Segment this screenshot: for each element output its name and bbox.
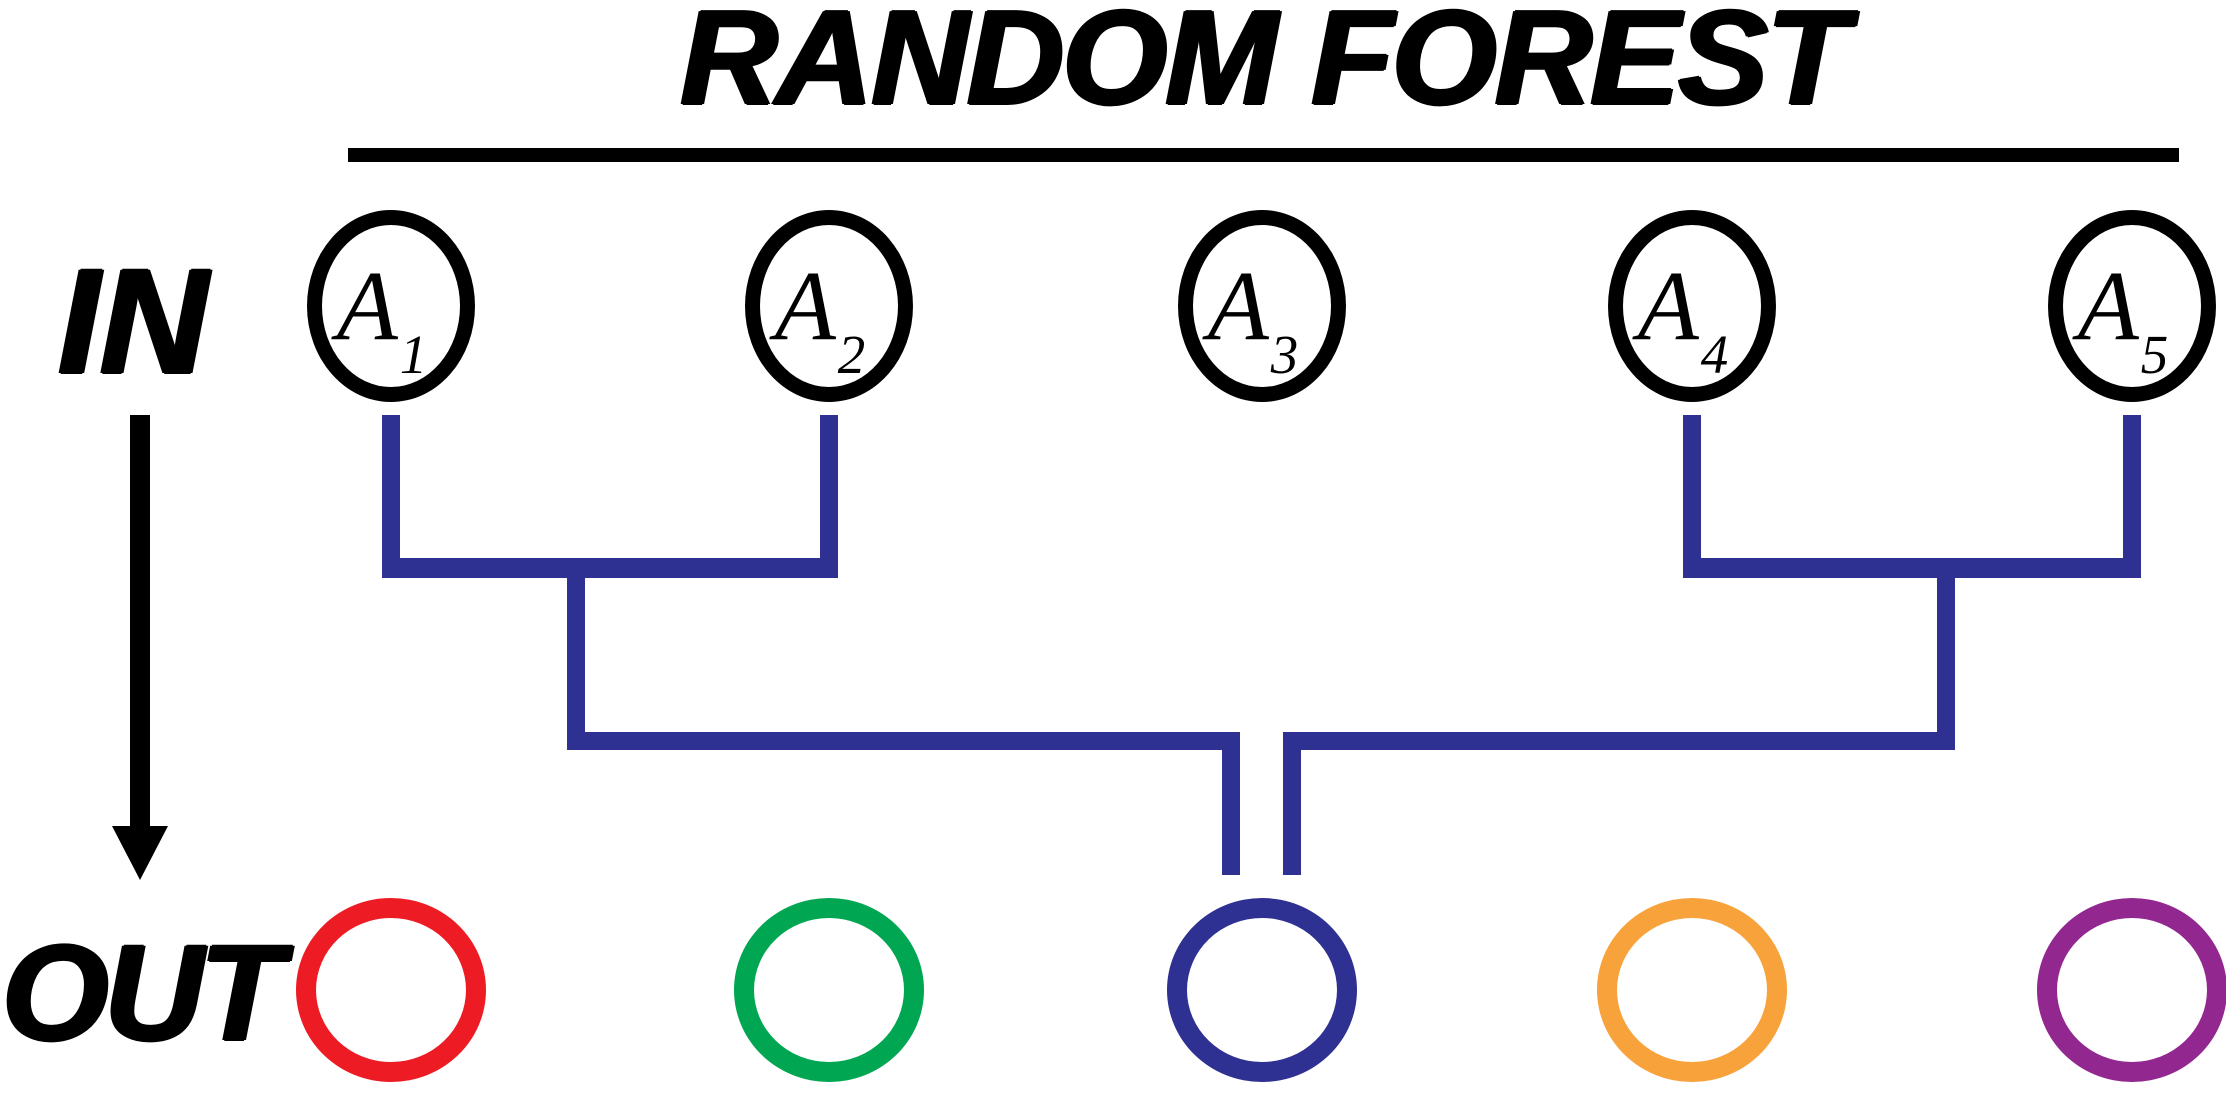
connector-pair1-stem	[567, 558, 585, 750]
connector-pair1-bar	[382, 558, 838, 578]
node-label-a2: A2	[774, 250, 866, 385]
connector-root-bar-right	[1283, 732, 1955, 750]
output-node-blue	[1167, 898, 1357, 1082]
node-label-a3: A3	[1207, 250, 1299, 385]
out-label: OUT	[2, 917, 283, 1070]
input-node-a5: A5	[2048, 210, 2216, 402]
input-node-a3: A3	[1178, 210, 1346, 402]
output-node-red	[296, 898, 486, 1082]
connector-a4-drop	[1683, 415, 1701, 578]
connector-a5-drop	[2123, 415, 2141, 578]
connector-root-bar-left	[567, 732, 1240, 750]
connector-pair2-bar	[1683, 558, 2141, 578]
diagram-title: RANDOM FOREST	[680, 0, 1848, 133]
connector-root-drop-left	[1222, 732, 1240, 875]
connector-a2-drop	[820, 415, 838, 578]
node-label-a1: A1	[336, 250, 428, 385]
input-node-a4: A4	[1608, 210, 1776, 402]
in-label: IN	[58, 237, 208, 405]
node-label-a4: A4	[1637, 250, 1729, 385]
flow-arrow-shaft	[130, 415, 150, 827]
flow-arrow-head-icon	[112, 826, 168, 880]
connector-pair2-stem	[1937, 558, 1955, 750]
output-node-green	[734, 898, 924, 1082]
input-node-a2: A2	[745, 210, 913, 402]
title-underline	[348, 148, 2179, 162]
output-node-orange	[1597, 898, 1787, 1082]
connector-a1-drop	[382, 415, 400, 578]
output-node-purple	[2037, 898, 2226, 1082]
input-node-a1: A1	[307, 210, 475, 402]
connector-root-drop-right	[1283, 732, 1301, 875]
node-label-a5: A5	[2077, 250, 2169, 385]
